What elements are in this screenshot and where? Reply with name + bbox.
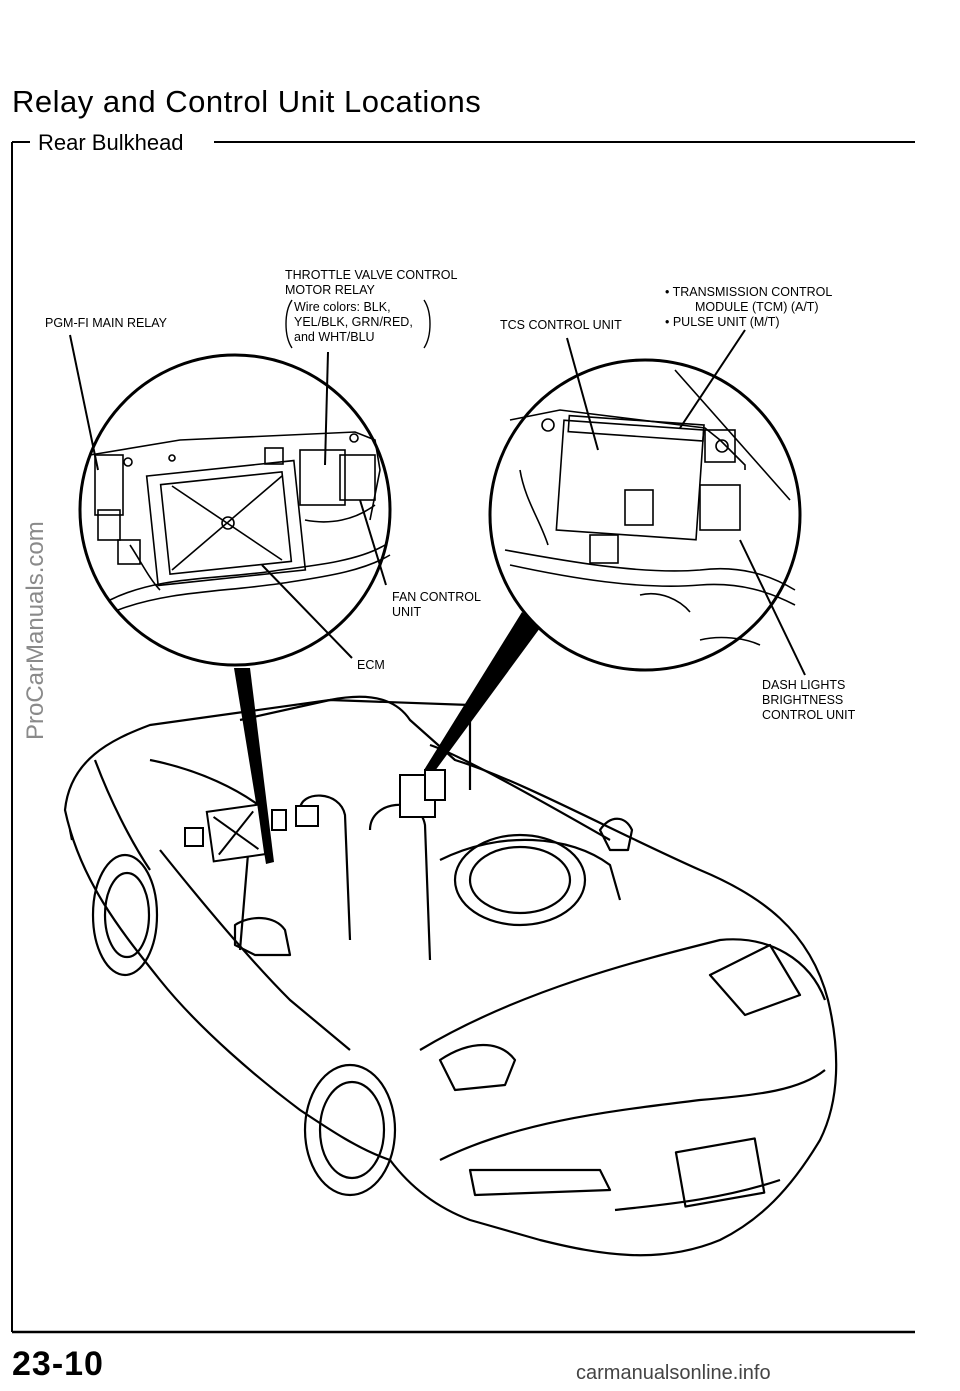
dash-lights-label-line3: CONTROL UNIT (762, 708, 856, 722)
right-detail-circle (488, 358, 802, 672)
throttle-relay-label-line1: THROTTLE VALVE CONTROL (285, 268, 458, 282)
tcm-label: • TRANSMISSION CONTROL MODULE (TCM) (A/T… (665, 285, 832, 330)
left-detail-circle (78, 353, 392, 667)
wire-colors-line3: and WHT/BLU (294, 330, 375, 344)
dash-lights-label-line2: BRIGHTNESS (762, 693, 844, 707)
footer-url: carmanualsonline.info (576, 1362, 771, 1384)
page-frame (11, 141, 915, 1334)
page-title: Relay and Control Unit Locations (12, 84, 482, 119)
fan-control-unit-label: FAN CONTROL UNIT (392, 590, 481, 620)
dash-lights-label-line1: DASH LIGHTS (762, 678, 846, 692)
car-component-markers (184, 769, 446, 863)
section-title: Rear Bulkhead (38, 130, 184, 155)
page-number: 23-10 (12, 1345, 104, 1383)
pgm-fi-main-relay-label: PGM-FI MAIN RELAY (45, 316, 168, 330)
wire-colors-note: Wire colors: BLK, YEL/BLK, GRN/RED, and … (294, 300, 413, 345)
tcm-label-line2: MODULE (TCM) (A/T) (695, 300, 819, 314)
ecm-label: ECM (357, 658, 385, 672)
tcm-label-line1: • TRANSMISSION CONTROL (665, 285, 833, 299)
wire-colors-line1: Wire colors: BLK, (294, 300, 391, 314)
tcs-control-unit-label: TCS CONTROL UNIT (500, 318, 622, 332)
tcm-label-line3: • PULSE UNIT (M/T) (665, 315, 780, 329)
leader-lines (69, 329, 806, 676)
wire-colors-line2: YEL/BLK, GRN/RED, (294, 315, 413, 329)
fan-control-label-line2: UNIT (392, 605, 422, 619)
throttle-relay-label: THROTTLE VALVE CONTROL MOTOR RELAY (285, 268, 457, 298)
dash-lights-label: DASH LIGHTS BRIGHTNESS CONTROL UNIT (762, 678, 855, 723)
car-drawing (63, 695, 838, 1257)
throttle-relay-label-line2: MOTOR RELAY (285, 283, 375, 297)
fan-control-label-line1: FAN CONTROL (392, 590, 481, 604)
watermark-text: ProCarManuals.com (22, 521, 49, 740)
callout-wedges (234, 612, 540, 864)
